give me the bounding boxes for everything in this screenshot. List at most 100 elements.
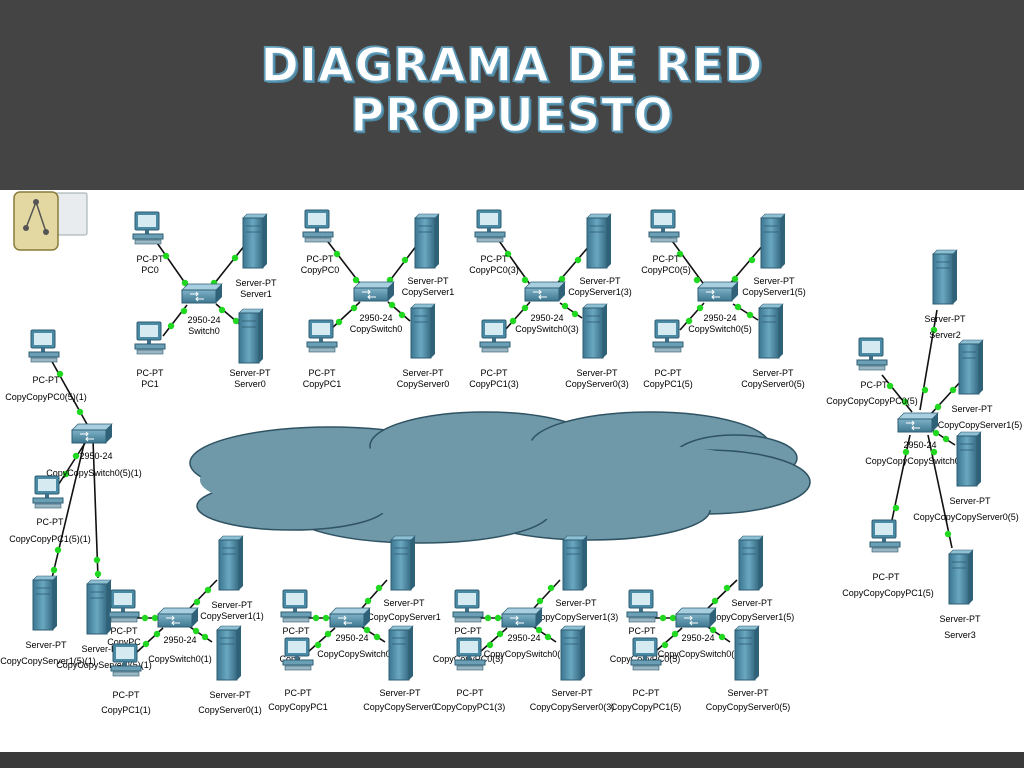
switch-icon[interactable] bbox=[181, 283, 223, 304]
copyswitch0-3-model: 2950-24 bbox=[530, 313, 563, 323]
pc-icon[interactable] bbox=[474, 209, 506, 243]
slide-title-line-1: DIAGRAMA DE RED bbox=[260, 38, 764, 92]
server-icon[interactable] bbox=[586, 213, 612, 269]
server-icon[interactable] bbox=[414, 213, 440, 269]
pc-icon[interactable] bbox=[132, 211, 164, 245]
switch-icon[interactable] bbox=[697, 281, 739, 302]
pc-icon[interactable] bbox=[479, 319, 511, 353]
pc-icon[interactable] bbox=[856, 337, 888, 371]
server-icon[interactable] bbox=[410, 303, 436, 359]
server1-type: Server-PT bbox=[235, 278, 277, 288]
switch-icon[interactable] bbox=[157, 607, 199, 628]
server-icon[interactable] bbox=[958, 339, 984, 395]
pc-icon[interactable] bbox=[32, 475, 64, 509]
g6-pc-a-name: Copy bbox=[279, 654, 301, 664]
pc0-type: PC-PT bbox=[137, 254, 165, 264]
server-icon[interactable] bbox=[738, 535, 764, 591]
g6-pc-b-type: PC-PT bbox=[285, 688, 313, 698]
left-pc0-name: CopyCopyPC0(5)(1) bbox=[5, 392, 87, 402]
copyswitch0-5-model: 2950-24 bbox=[703, 313, 736, 323]
switch-icon[interactable] bbox=[524, 281, 566, 302]
pc-icon[interactable] bbox=[302, 209, 334, 243]
server-icon[interactable] bbox=[390, 535, 416, 591]
pc-icon[interactable] bbox=[630, 637, 662, 671]
slide-title: DIAGRAMA DE RED PROPUESTO bbox=[0, 38, 1024, 141]
g7-server-a-name: CopyCopyServer1(3) bbox=[534, 612, 619, 622]
copypc1-type: PC-PT bbox=[309, 368, 337, 378]
server1-name: Server1 bbox=[240, 289, 272, 299]
server-icon[interactable] bbox=[734, 625, 760, 681]
left-server-a-name: CopyCopyServer1(5)(1) bbox=[0, 656, 96, 666]
copypc0-5-type: PC-PT bbox=[653, 254, 681, 264]
switch-icon[interactable] bbox=[675, 607, 717, 628]
server-icon[interactable] bbox=[218, 535, 244, 591]
left-switch-model: 2950-24 bbox=[79, 451, 112, 461]
pc-icon[interactable] bbox=[869, 519, 901, 553]
server-icon[interactable] bbox=[388, 625, 414, 681]
switch-icon[interactable] bbox=[329, 607, 371, 628]
right-server2-name: Server2 bbox=[929, 330, 961, 340]
server-icon[interactable] bbox=[242, 213, 268, 269]
pc-icon[interactable] bbox=[306, 319, 338, 353]
group-3: PC-PT CopyPC0(3) Server-PT CopyServer1(3… bbox=[469, 209, 632, 389]
server-icon[interactable] bbox=[760, 213, 786, 269]
pc1-type: PC-PT bbox=[137, 368, 165, 378]
switch-icon[interactable] bbox=[71, 423, 113, 444]
pc-icon[interactable] bbox=[454, 637, 486, 671]
pc-icon[interactable] bbox=[626, 589, 658, 623]
copyserver0-5-name: CopyServer0(5) bbox=[741, 379, 805, 389]
server-icon[interactable] bbox=[562, 535, 588, 591]
copyserver0-3-type: Server-PT bbox=[576, 368, 618, 378]
pc-icon[interactable] bbox=[110, 643, 142, 677]
g6-switch-model: 2950-24 bbox=[335, 633, 368, 643]
pc-icon[interactable] bbox=[108, 589, 140, 623]
copyserver0-name: CopyServer0 bbox=[397, 379, 450, 389]
pc-icon[interactable] bbox=[134, 321, 166, 355]
server-icon[interactable] bbox=[32, 575, 58, 631]
g5-pc-b-name: CopyPC1(1) bbox=[101, 705, 151, 715]
server-icon[interactable] bbox=[560, 625, 586, 681]
switch0-name: Switch0 bbox=[188, 326, 220, 336]
server-icon[interactable] bbox=[582, 303, 608, 359]
copyserver1-5-type: Server-PT bbox=[753, 276, 795, 286]
right-server1-type: Server-PT bbox=[951, 404, 993, 414]
server-icon[interactable] bbox=[216, 625, 242, 681]
g5-server-a-name: CopyServer1(1) bbox=[200, 611, 264, 621]
copypc0-3-type: PC-PT bbox=[481, 254, 509, 264]
tool-palette-icon[interactable] bbox=[13, 191, 88, 251]
pc1-name: PC1 bbox=[141, 379, 159, 389]
copypc1-3-type: PC-PT bbox=[481, 368, 509, 378]
pc-icon[interactable] bbox=[652, 319, 684, 353]
server-icon[interactable] bbox=[956, 431, 982, 487]
left-server-a-type: Server-PT bbox=[25, 640, 67, 650]
server-icon[interactable] bbox=[758, 303, 784, 359]
switch-icon[interactable] bbox=[501, 607, 543, 628]
g8-server-a-name: CopyCopyServer1(5) bbox=[710, 612, 795, 622]
copyserver0-5-type: Server-PT bbox=[752, 368, 794, 378]
server-icon[interactable] bbox=[238, 308, 264, 364]
right-switch-name: CopyCopyCopySwitch0(5) bbox=[865, 456, 971, 466]
server-icon[interactable] bbox=[948, 549, 974, 605]
copyswitch0-3-name: CopySwitch0(3) bbox=[515, 324, 579, 334]
network-diagram-canvas: PC-PT PC0 Server-PT Server1 2950-24 Swit… bbox=[0, 190, 1024, 752]
switch-icon[interactable] bbox=[897, 412, 939, 433]
copyswitch0-model: 2950-24 bbox=[359, 313, 392, 323]
network-cloud bbox=[189, 411, 811, 544]
g7-switch-model: 2950-24 bbox=[507, 633, 540, 643]
switch-icon[interactable] bbox=[353, 281, 395, 302]
server-icon[interactable] bbox=[86, 579, 112, 635]
pc-icon[interactable] bbox=[280, 589, 312, 623]
right-pc0-name: CopyCopyCopyPC0(5) bbox=[826, 396, 918, 406]
pc-icon[interactable] bbox=[648, 209, 680, 243]
pc-icon[interactable] bbox=[28, 329, 60, 363]
g7-server-b-name: CopyCopyServer0(3) bbox=[530, 702, 615, 712]
g5-server-a-type: Server-PT bbox=[211, 600, 253, 610]
g8-pc-b-name: CopyCopyPC1(5) bbox=[611, 702, 682, 712]
pc-icon[interactable] bbox=[452, 589, 484, 623]
pc-icon[interactable] bbox=[282, 637, 314, 671]
g7-pc-b-name: CopyCopyPC1(3) bbox=[435, 702, 506, 712]
copypc0-type: PC-PT bbox=[307, 254, 335, 264]
left-pc1-name: CopyCopyPC1(5)(1) bbox=[9, 534, 91, 544]
server-icon[interactable] bbox=[932, 249, 958, 305]
g8-server-a-type: Server-PT bbox=[731, 598, 773, 608]
